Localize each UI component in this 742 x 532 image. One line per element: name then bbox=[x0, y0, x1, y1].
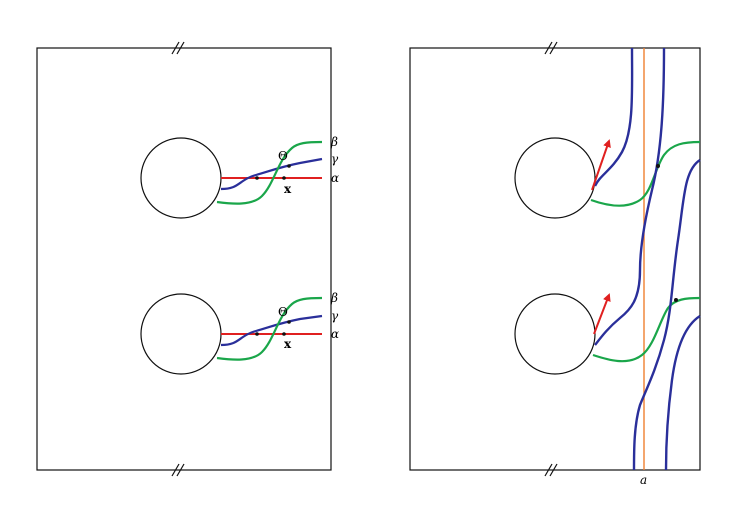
boundary-circle-lower bbox=[514, 293, 596, 375]
intersection-point-theta bbox=[287, 320, 291, 324]
intersection-point-theta bbox=[287, 164, 291, 168]
gamma-curve-upper-left bbox=[593, 47, 634, 187]
gamma-label: γ bbox=[331, 152, 339, 166]
lower-handle-left: Θ x β γ α bbox=[140, 291, 339, 375]
alpha-label: α bbox=[331, 327, 339, 341]
beta-label: β bbox=[330, 135, 338, 149]
upper-handle-left: Θ x β γ α bbox=[140, 135, 339, 219]
boundary-circle-upper bbox=[514, 137, 596, 219]
gamma-curve bbox=[220, 314, 323, 347]
intersection-point bbox=[255, 332, 259, 336]
theta-label: Θ bbox=[278, 305, 288, 319]
intersection-point bbox=[674, 298, 678, 302]
left-frame bbox=[36, 47, 332, 471]
gamma-curve bbox=[220, 157, 323, 191]
intersection-point bbox=[255, 176, 259, 180]
right-panel: a bbox=[409, 41, 701, 487]
left-panel: Θ x β γ α Θ x β γ α bbox=[36, 41, 339, 477]
double-slash-icon bbox=[171, 463, 185, 477]
gamma-curve-main bbox=[594, 47, 666, 346]
gamma-curve-right bbox=[632, 158, 701, 471]
intersection-point bbox=[656, 164, 660, 168]
arrow-icon bbox=[593, 293, 611, 335]
alpha-label: α bbox=[331, 171, 339, 185]
beta-curve bbox=[216, 140, 323, 205]
beta-curve bbox=[216, 296, 323, 361]
double-slash-icon bbox=[171, 41, 185, 55]
x-label: x bbox=[284, 337, 292, 351]
a-label: a bbox=[640, 473, 647, 487]
x-label: x bbox=[284, 182, 292, 196]
theta-label: Θ bbox=[278, 149, 288, 163]
beta-curve-lower bbox=[592, 296, 701, 363]
intersection-point-x bbox=[282, 176, 286, 180]
double-slash-icon bbox=[544, 41, 558, 55]
beta-curve-upper bbox=[590, 140, 701, 207]
beta-label: β bbox=[330, 291, 338, 305]
boundary-circle bbox=[140, 293, 222, 375]
gamma-curve-bottom bbox=[664, 314, 701, 471]
gamma-label: γ bbox=[331, 309, 339, 323]
double-slash-icon bbox=[544, 463, 558, 477]
arrow-icon bbox=[591, 139, 611, 191]
intersection-point-x bbox=[282, 332, 286, 336]
boundary-circle bbox=[140, 137, 222, 219]
right-frame bbox=[409, 47, 701, 471]
